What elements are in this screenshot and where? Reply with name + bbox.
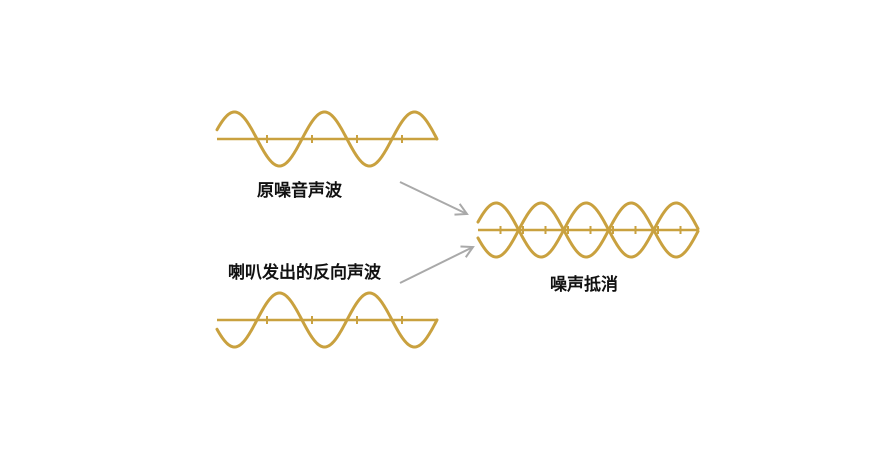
original-wave [215,110,439,168]
inverse-wave [215,291,439,349]
inverse-wave-ticks [266,316,403,324]
inverse-wave-label: 喇叭发出的反向声波 [228,262,382,283]
original-wave-ticks [266,135,403,143]
cancellation-label: 噪声抵消 [550,274,618,295]
arrow-inverse-to-result [399,247,473,284]
original-wave-label: 原噪音声波 [257,180,343,201]
cancellation-group [476,201,700,259]
cancellation-wave-a [476,201,700,259]
inverse-wave-group [215,291,439,349]
cancellation-ticks [499,226,682,234]
arrow-original-to-result [399,181,467,214]
original-wave-group [215,110,439,168]
cancellation-wave-b [476,201,700,259]
